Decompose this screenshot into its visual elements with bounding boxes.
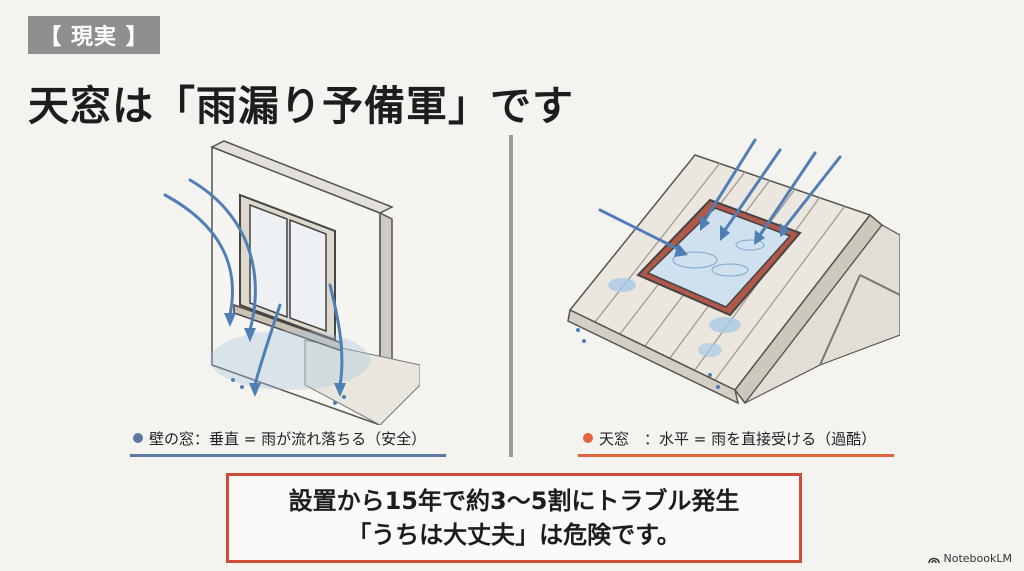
skylight-caption: 天窓 ：水平 = 雨を直接受ける（過酷）: [583, 428, 876, 449]
notebooklm-logo-icon: [927, 557, 940, 563]
wall-window-underline: [130, 454, 446, 457]
warning-callout: 設置から15年で約3〜5割にトラブル発生 「うちは大丈夫」は危険です。: [226, 473, 802, 563]
page-title: 天窓は「雨漏り予備軍」です: [28, 82, 574, 130]
section-tag: 【 現実 】: [28, 16, 160, 54]
bullet-dot-icon: [133, 433, 143, 443]
skylight-caption-text: 天窓 ：水平 = 雨を直接受ける（過酷）: [599, 430, 877, 448]
wall-window-caption: 壁の窓：垂直 = 雨が流れ落ちる（安全）: [133, 428, 426, 449]
notebooklm-branding: NotebookLM: [927, 552, 1012, 565]
callout-line-1: 設置から15年で約3〜5割にトラブル発生: [288, 487, 740, 515]
wall-window-caption-text: 壁の窓：垂直 = 雨が流れ落ちる（安全）: [149, 430, 427, 448]
panel-divider: [509, 135, 513, 457]
skylight-roof-illustration: [560, 135, 901, 425]
branding-label: NotebookLM: [943, 552, 1012, 565]
skylight-underline: [578, 454, 894, 457]
bullet-dot-icon: [583, 433, 593, 443]
callout-line-2: 「うちは大丈夫」は危険です。: [347, 521, 681, 549]
wall-window-illustration: [130, 135, 421, 428]
